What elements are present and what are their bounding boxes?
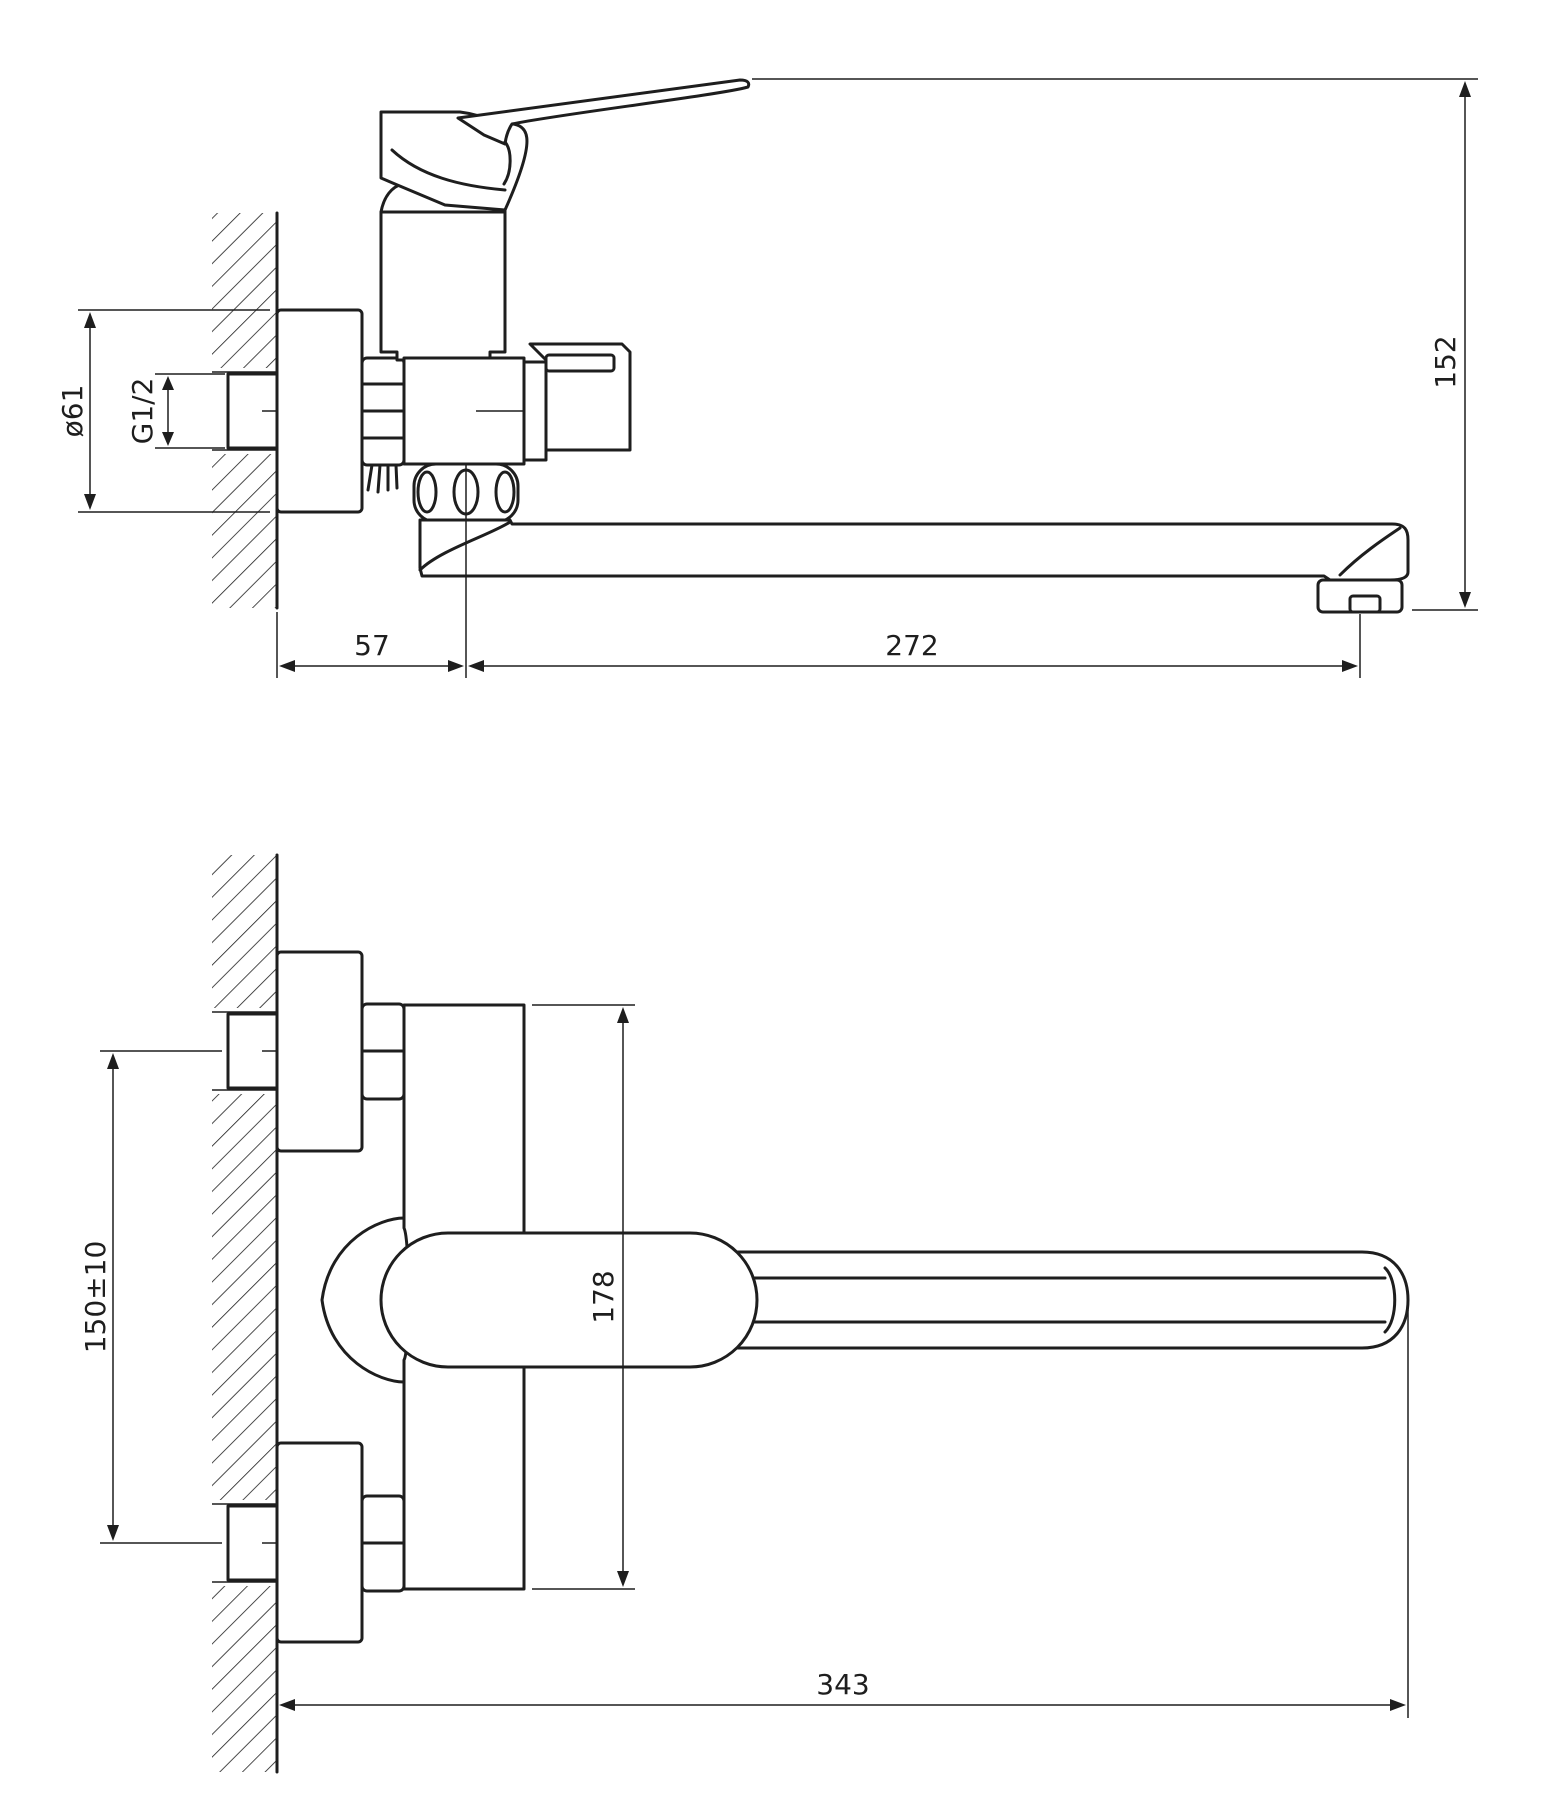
inlet-pipe-side	[210, 368, 290, 454]
dim-inlet-spacing: 150±10	[79, 1050, 222, 1544]
dim-label-flange-diameter: ø61	[56, 385, 89, 438]
diverter-knob-side	[522, 342, 632, 462]
dim-horizontal-side: 57 272	[276, 465, 1361, 678]
side-view: ø61 G1/2 152	[56, 78, 1478, 678]
dim-flange-diameter: ø61	[56, 309, 270, 513]
mixer-body-side	[379, 182, 540, 466]
dim-total-height: 152	[752, 78, 1478, 611]
wall-section-top	[212, 853, 279, 1774]
dim-body-height: 178	[532, 1004, 635, 1590]
dim-total-reach: 343	[279, 1310, 1409, 1718]
dim-label-total-height: 152	[1429, 335, 1462, 388]
lever-handle-top	[379, 1231, 759, 1369]
dim-thread-size: G1/2	[126, 373, 225, 449]
wall-flange-side	[275, 308, 364, 514]
lever-handle-side	[379, 78, 751, 212]
dim-label-wall-to-spout: 57	[354, 629, 390, 662]
top-view: 178 150±10 343	[79, 853, 1410, 1774]
upper-inlet-top	[210, 950, 406, 1153]
spout-top	[718, 1250, 1410, 1350]
hex-nut-side	[360, 356, 406, 494]
dim-label-body-height: 178	[587, 1270, 620, 1323]
spout-side	[418, 518, 1410, 614]
dim-label-thread-size: G1/2	[126, 378, 159, 445]
dim-label-total-reach: 343	[816, 1668, 869, 1701]
dim-label-spout-reach: 272	[885, 629, 938, 662]
dim-label-inlet-spacing: 150±10	[79, 1241, 112, 1354]
